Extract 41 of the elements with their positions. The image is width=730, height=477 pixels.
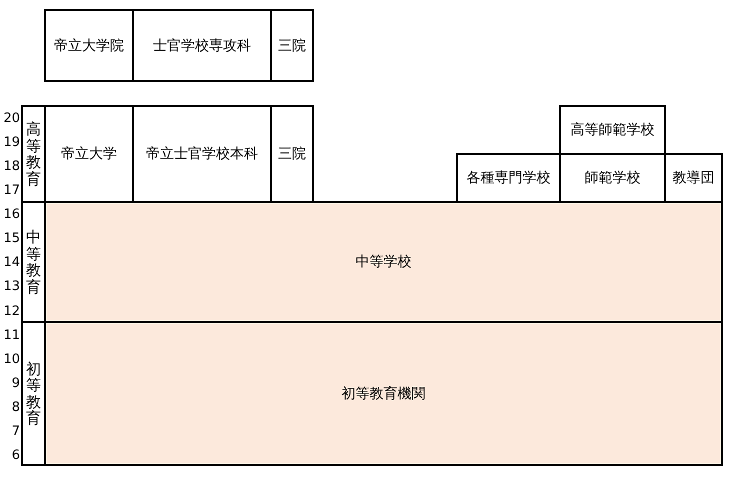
school-box <box>664 153 723 203</box>
level-label: 初等教育 <box>26 360 41 426</box>
school-box <box>559 105 666 155</box>
age-number: 16 <box>3 208 20 222</box>
school-band <box>44 201 723 323</box>
age-number: 19 <box>3 136 20 150</box>
school-label: 師範学校 <box>584 171 640 185</box>
age-number: 6 <box>12 448 20 462</box>
school-label: 士官学校専攻科 <box>153 38 251 52</box>
school-label: 初等教育機関 <box>342 386 426 400</box>
age-number: 9 <box>12 376 20 390</box>
age-number: 7 <box>12 424 20 438</box>
age-number: 13 <box>3 280 20 294</box>
school-box <box>44 9 134 82</box>
school-label: 高等師範学校 <box>570 123 654 137</box>
school-label: 帝立士官学校本科 <box>146 147 258 161</box>
age-number: 12 <box>3 304 20 318</box>
age-number: 14 <box>3 256 20 270</box>
school-label: 帝立大学 <box>61 147 117 161</box>
age-number: 18 <box>3 160 20 174</box>
age-number: 15 <box>3 232 20 246</box>
school-label: 教導団 <box>672 171 714 185</box>
school-label: 各種専門学校 <box>466 171 550 185</box>
school-label: 帝立大学院 <box>54 38 124 52</box>
age-number: 17 <box>3 184 20 198</box>
age-number: 11 <box>3 328 20 342</box>
school-label: 中等学校 <box>356 255 412 269</box>
school-band <box>44 321 723 466</box>
school-box <box>132 9 272 82</box>
level-label: 中等教育 <box>26 229 41 295</box>
level-box <box>21 321 46 466</box>
school-label: 三院 <box>278 147 306 161</box>
age-number: 20 <box>3 112 20 125</box>
age-number: 8 <box>12 400 20 414</box>
level-box <box>21 105 46 203</box>
school-box <box>270 9 314 82</box>
school-box <box>270 105 314 203</box>
age-number: 10 <box>3 352 20 366</box>
school-label: 三院 <box>278 38 306 52</box>
school-box <box>456 153 561 203</box>
level-label: 高等教育 <box>26 121 41 187</box>
